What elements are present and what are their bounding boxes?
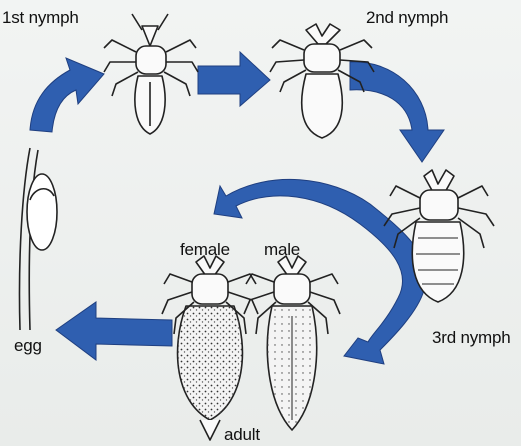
label-female: female (180, 240, 230, 260)
adult-female-illustration (162, 256, 258, 440)
1st-nymph-illustration (104, 14, 198, 134)
arrow-1st-to-2nd-nymph (198, 52, 270, 106)
label-3rd-nymph: 3rd nymph (432, 328, 511, 348)
arrow-adult-to-egg (56, 302, 172, 360)
label-1st-nymph: 1st nymph (2, 8, 79, 28)
egg-illustration (19, 148, 57, 330)
label-male: male (264, 240, 300, 260)
arrow-3rd-nymph-to-adult (214, 179, 426, 364)
arrow-egg-to-1st-nymph (30, 58, 104, 132)
label-egg: egg (14, 336, 42, 356)
2nd-nymph-illustration (270, 24, 374, 138)
label-2nd-nymph: 2nd nymph (366, 8, 448, 28)
label-adult: adult (224, 425, 260, 445)
arrow-2nd-to-3rd-nymph (350, 62, 444, 162)
adult-male-illustration (244, 256, 340, 430)
